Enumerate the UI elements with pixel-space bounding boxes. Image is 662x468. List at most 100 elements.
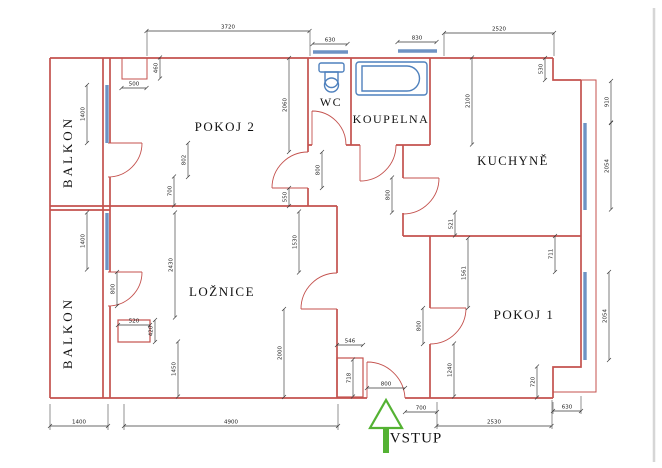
dimension-line (84, 82, 90, 146)
entry-door (366, 361, 406, 399)
dimension-line (534, 364, 540, 400)
outer-walls (49, 57, 582, 399)
dimension-label: 718 (347, 372, 353, 383)
entry-label: VSTUP (390, 430, 443, 446)
dimension-label: 530 (539, 63, 545, 74)
dimension-label: 802 (182, 155, 188, 166)
door-kuchyne (402, 177, 440, 215)
dimension-line (171, 174, 177, 208)
dimension-label: 1400 (81, 234, 87, 248)
dimension-label: 550 (283, 191, 289, 202)
dimension-label: 2430 (169, 258, 175, 272)
dimension-label: 800 (381, 382, 392, 388)
niche-wall (121, 58, 148, 80)
room-label: BALKON (60, 297, 75, 369)
dimension-line (334, 342, 366, 348)
dimension-label: 3720 (221, 25, 235, 31)
dimension-label: 700 (168, 185, 174, 196)
dimension-label: 420 (149, 325, 155, 336)
toilet-icon (318, 62, 345, 93)
dimension-label: 2530 (487, 420, 501, 426)
dimension-label: 2000 (278, 346, 284, 360)
door-pokoj2 (271, 151, 309, 189)
dimension-line (114, 269, 120, 309)
dimension-label: 800 (417, 320, 423, 331)
dimension-line (144, 28, 312, 34)
balcony-door-pokoj2 (107, 142, 143, 178)
dimension-line (465, 235, 471, 311)
dimension-label: 630 (562, 405, 573, 411)
dimension-label: 520 (129, 319, 140, 325)
room-label: LOŽNICE (189, 284, 255, 299)
room-label: POKOJ 1 (494, 307, 555, 322)
dimension-line (296, 209, 302, 275)
dimension-label: 800 (316, 164, 322, 175)
room-label: KOUPELNA (353, 112, 430, 126)
walls (49, 57, 597, 399)
dimension-label: 1450 (172, 362, 178, 376)
dimension-line (552, 233, 558, 275)
doors (107, 110, 467, 399)
dimension-line (84, 210, 90, 272)
bedroom-shaft (117, 319, 151, 343)
dimension-line (451, 341, 457, 399)
dimension-label: 2060 (283, 98, 289, 112)
door-pokoj1 (429, 307, 467, 345)
witness-lines (49, 31, 582, 430)
dimension-line (364, 385, 408, 391)
dimension-label: 800 (386, 189, 392, 200)
dimension-line (608, 120, 614, 212)
dimension-line (420, 305, 426, 347)
dimension-line (441, 30, 557, 36)
fixtures (318, 61, 428, 96)
dimension-line (550, 408, 584, 414)
dimension-label: 700 (416, 406, 427, 412)
dimension-line (542, 55, 548, 83)
room-label: BALKON (60, 116, 75, 188)
dimension-label: 500 (129, 82, 140, 88)
dimension-line (452, 210, 458, 238)
dimension-label: 460 (154, 62, 160, 73)
balcony-door-loznice (107, 271, 143, 307)
room-label: KUCHYNĚ (477, 154, 549, 168)
dimension-label: 1240 (448, 363, 454, 377)
dimension-line (469, 55, 475, 147)
door-loznice (300, 272, 338, 310)
dimension-label: 630 (325, 38, 336, 44)
dimension-line (286, 185, 292, 209)
dimension-label: 4900 (224, 420, 238, 426)
balcony-wall (50, 58, 111, 398)
dimension-line (286, 55, 292, 155)
dimension-line (402, 409, 440, 415)
dimension-line (185, 140, 191, 180)
outer-wall-face (553, 79, 597, 393)
dimension-label: 720 (531, 376, 537, 387)
dimension-line (606, 269, 612, 363)
dimension-label: 800 (111, 283, 117, 294)
dimension-line (395, 39, 439, 45)
windows (105, 49, 587, 360)
dimension-line (119, 85, 149, 91)
dimension-label: 2054 (603, 309, 609, 323)
dimension-line (172, 210, 178, 320)
entry-arrow-icon (368, 397, 404, 453)
dimension-label: 1561 (462, 266, 468, 280)
dimension-line (434, 423, 554, 429)
dimension-line (319, 149, 325, 191)
dimension-label: 910 (605, 96, 611, 107)
dimension-line (310, 41, 350, 47)
dimension-label: 2100 (466, 94, 472, 108)
entry-shaft (336, 357, 364, 398)
dimension-label: 1400 (72, 420, 86, 426)
dimension-line (152, 317, 158, 345)
dimension-line (115, 322, 153, 328)
dimension-line (281, 306, 287, 400)
dimension-label: 2520 (492, 27, 506, 33)
dimension-line (47, 423, 111, 429)
dimension-line (157, 55, 163, 81)
dimension-line (121, 423, 341, 429)
